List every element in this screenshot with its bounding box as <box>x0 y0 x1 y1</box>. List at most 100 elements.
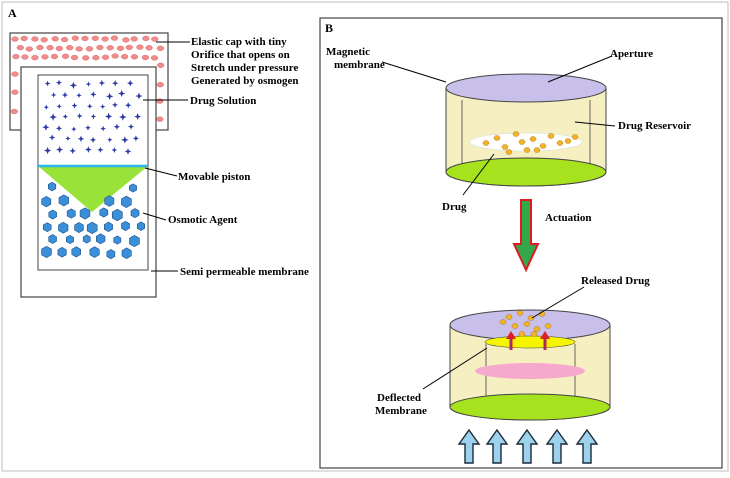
cap-dot <box>40 37 48 43</box>
drug-particle <box>571 134 579 140</box>
cap-dot <box>81 35 89 42</box>
released-drug-particle <box>523 321 531 327</box>
drug-particle <box>501 144 509 150</box>
cap-dot <box>11 71 19 77</box>
released-drug-particle <box>530 331 538 337</box>
drug-star <box>43 104 49 110</box>
cap-dot <box>150 55 159 61</box>
piston-label: Movable piston <box>178 171 250 183</box>
osmotic-hexagon <box>137 221 145 231</box>
drug-star <box>111 147 118 153</box>
osmotic-hexagon <box>106 249 116 260</box>
osmotic-hexagon <box>66 234 74 245</box>
cap-dot <box>11 36 19 42</box>
osmotic-agent-label: Osmotic Agent <box>168 214 238 226</box>
drug-star <box>76 92 82 99</box>
drug-star <box>90 113 97 120</box>
cap-dot <box>55 45 63 52</box>
osmotic-hexagon <box>129 234 140 248</box>
drug-star <box>89 136 97 143</box>
osmotic-hexagon <box>121 247 132 259</box>
cap-dot <box>51 36 59 42</box>
bottom-cylinder-bottom <box>449 393 611 421</box>
drug-star <box>71 102 78 109</box>
drug-star <box>56 103 62 110</box>
cap-dot <box>61 53 70 59</box>
drug-star <box>49 113 57 121</box>
leader-magnetic <box>381 61 447 83</box>
drug-star <box>127 123 135 130</box>
top-cylinder-bottom <box>445 157 607 187</box>
small-up-arrow-left <box>506 331 516 350</box>
movable-piston <box>38 166 148 212</box>
cap-dot <box>25 46 33 52</box>
drug-star <box>85 81 92 87</box>
up-arrow <box>457 428 481 464</box>
osmotic-hexagon <box>82 234 91 244</box>
cap-dot <box>41 54 49 60</box>
drug-star <box>100 104 106 110</box>
drug-star <box>125 102 132 109</box>
drug-particle <box>547 133 555 139</box>
cap-dot <box>116 45 125 51</box>
drug-label: Drug <box>442 201 467 213</box>
osmotic-hexagon <box>42 222 52 233</box>
magnetic-field-arrows <box>457 428 599 464</box>
drug-solution-stars <box>42 79 143 155</box>
leader-drug <box>462 153 495 196</box>
cap-dot <box>46 45 54 51</box>
released-drug-particles <box>499 310 552 337</box>
drug-star <box>134 113 142 121</box>
cap-dot <box>11 89 19 95</box>
cap-dot <box>91 35 99 41</box>
cap-dot <box>16 44 24 51</box>
drug-star <box>107 137 113 143</box>
cap-dot <box>145 45 153 51</box>
reservoir-label: Drug Reservoir <box>618 120 691 132</box>
osmotic-hexagon <box>57 247 67 258</box>
cap-label-line-3: Stretch under pressure <box>191 62 298 74</box>
drug-star <box>85 146 92 153</box>
drug-particle <box>539 143 547 149</box>
cap-label-line-1: Elastic cap with tiny <box>191 36 287 48</box>
aperture-label: Aperture <box>610 48 653 60</box>
leader-released <box>531 286 585 319</box>
drug-star <box>111 101 118 108</box>
drug-particles <box>482 131 579 155</box>
drug-star <box>62 113 69 120</box>
cap-dot <box>60 36 69 43</box>
osmotic-hexagon <box>130 208 140 219</box>
drug-star <box>90 91 97 98</box>
drug-star <box>76 112 83 119</box>
osmotic-agent-hexagons <box>41 181 145 260</box>
leader-deflected <box>422 347 488 390</box>
cap-dot <box>12 53 20 60</box>
cap-dot <box>50 53 59 60</box>
cap-dot <box>130 54 139 60</box>
leader-aperture <box>547 55 613 83</box>
drug-solution-label: Drug Solution <box>190 95 256 107</box>
cap-dot <box>101 54 110 60</box>
drug-star <box>43 146 52 155</box>
cap-dot <box>156 98 164 104</box>
drug-star <box>65 135 71 142</box>
cap-dot <box>156 116 164 122</box>
drug-star <box>55 125 63 132</box>
panel-a: A Elastic cap with tiny Orifice that ope… <box>8 6 309 298</box>
osmotic-hexagon <box>71 246 81 258</box>
cap-dot <box>125 44 133 51</box>
actuation-arrow <box>512 199 540 273</box>
cap-label-line-2: Orifice that opens on <box>191 49 290 61</box>
leader-osmotic <box>142 212 167 221</box>
drug-star <box>105 112 113 121</box>
cap-dot <box>151 36 159 42</box>
drug-star <box>77 135 85 143</box>
cap-dot <box>31 55 39 61</box>
tube <box>20 66 157 298</box>
magnetic-label-line-1: Magnetic <box>326 46 370 58</box>
osmotic-hexagon <box>121 195 132 208</box>
drug-star <box>112 80 119 87</box>
cap-dot <box>71 35 79 41</box>
drug-star <box>100 125 106 132</box>
up-arrow <box>485 428 509 464</box>
